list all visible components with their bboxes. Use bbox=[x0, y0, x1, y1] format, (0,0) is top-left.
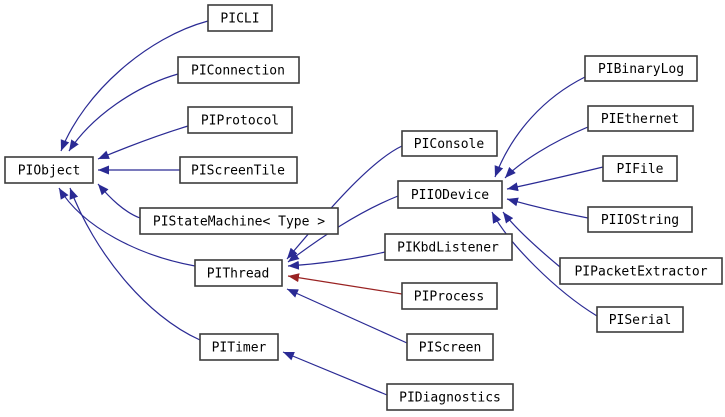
class-node-piconsole[interactable]: PIConsole bbox=[401, 130, 498, 157]
class-node-pitimer-label: PITimer bbox=[212, 341, 267, 356]
class-node-piserial[interactable]: PISerial bbox=[596, 306, 684, 333]
class-node-piethernet-box bbox=[587, 105, 694, 132]
class-node-piserial-box bbox=[596, 306, 684, 333]
edge-piconsole-to-pithread bbox=[286, 145, 403, 260]
class-node-pipacketextractor[interactable]: PIPacketExtractor bbox=[559, 257, 723, 285]
edge-pidiagnostics-to-pitimer bbox=[282, 351, 388, 396]
class-node-pibinarylog-box bbox=[584, 55, 698, 82]
class-node-piiostring-box bbox=[587, 206, 693, 233]
class-node-piconsole-box bbox=[401, 130, 498, 157]
edge-piprocess-to-pithread bbox=[287, 273, 403, 295]
class-node-piscreentile[interactable]: PIScreenTile bbox=[179, 156, 298, 184]
class-node-piobject[interactable]: PIObject bbox=[4, 156, 94, 184]
class-node-piscreen-label: PIScreen bbox=[419, 341, 482, 356]
edge-pipacketextractor-to-piiodevice bbox=[502, 211, 561, 268]
class-node-piethernet[interactable]: PIEthernet bbox=[587, 105, 694, 132]
class-node-piprocess[interactable]: PIProcess bbox=[401, 282, 498, 310]
edge-pithread-to-piobject bbox=[58, 187, 196, 267]
class-node-pifile[interactable]: PIFile bbox=[602, 155, 678, 182]
class-node-piconnection[interactable]: PIConnection bbox=[177, 56, 300, 84]
class-node-piiodevice[interactable]: PIIODevice bbox=[397, 180, 503, 209]
class-node-piiostring[interactable]: PIIOString bbox=[587, 206, 693, 233]
class-node-pikbdlistener[interactable]: PIKbdListener bbox=[384, 233, 513, 261]
class-node-pitimer-box bbox=[199, 333, 279, 361]
class-node-piprotocol-label: PIProtocol bbox=[201, 114, 279, 129]
edge-piiostring-to-piiodevice bbox=[506, 197, 589, 219]
class-node-pibinarylog[interactable]: PIBinaryLog bbox=[584, 55, 698, 82]
class-node-pibinarylog-label: PIBinaryLog bbox=[598, 62, 684, 77]
edge-pikbdlistener-to-pithread bbox=[287, 251, 386, 270]
class-node-pidiagnostics[interactable]: PIDiagnostics bbox=[386, 383, 514, 411]
class-node-pipacketextractor-label: PIPacketExtractor bbox=[574, 265, 707, 280]
class-node-piiodevice-box bbox=[397, 180, 503, 209]
class-node-pifile-box bbox=[602, 155, 678, 182]
class-node-piiostring-label: PIIOString bbox=[601, 213, 679, 228]
class-node-pitimer[interactable]: PITimer bbox=[199, 333, 279, 361]
class-node-piobject-box bbox=[4, 156, 94, 184]
class-node-piscreen[interactable]: PIScreen bbox=[406, 333, 494, 361]
class-node-piethernet-label: PIEthernet bbox=[601, 112, 679, 127]
class-node-piserial-label: PISerial bbox=[609, 313, 672, 328]
class-node-piscreentile-label: PIScreenTile bbox=[191, 164, 285, 179]
class-node-piscreentile-box bbox=[179, 156, 298, 184]
class-node-piprocess-label: PIProcess bbox=[414, 290, 484, 305]
class-node-pithread-label: PIThread bbox=[207, 267, 270, 282]
class-node-pikbdlistener-label: PIKbdListener bbox=[397, 241, 499, 256]
edge-piethernet-to-piiodevice bbox=[504, 126, 589, 179]
class-node-piscreen-box bbox=[406, 333, 494, 361]
class-node-picli-label: PICLI bbox=[220, 12, 259, 27]
class-node-piprotocol[interactable]: PIProtocol bbox=[187, 106, 293, 134]
edge-pibinarylog-to-piiodevice bbox=[494, 76, 586, 178]
class-node-piconsole-label: PIConsole bbox=[414, 137, 485, 152]
class-node-pidiagnostics-box bbox=[386, 383, 514, 411]
class-node-picli[interactable]: PICLI bbox=[207, 4, 273, 32]
class-node-piconnection-box bbox=[177, 56, 300, 84]
edge-piprotocol-to-piobject bbox=[97, 125, 189, 160]
class-node-pistatemachine-label: PIStateMachine< Type > bbox=[153, 215, 325, 230]
class-node-pistatemachine-box bbox=[139, 207, 339, 235]
class-node-picli-box bbox=[207, 4, 273, 32]
edge-pistatemachine-to-piobject bbox=[97, 183, 141, 219]
edge-pitimer-to-piobject bbox=[69, 187, 201, 341]
edge-piscreen-to-pithread bbox=[286, 288, 408, 344]
class-node-pistatemachine[interactable]: PIStateMachine< Type > bbox=[139, 207, 339, 235]
class-node-piprotocol-box bbox=[187, 106, 293, 134]
class-node-piobject-label: PIObject bbox=[18, 164, 81, 179]
class-node-pidiagnostics-label: PIDiagnostics bbox=[399, 391, 501, 406]
class-node-pipacketextractor-box bbox=[559, 257, 723, 285]
edge-piiodevice-to-pithread bbox=[287, 195, 399, 263]
class-node-pithread-box bbox=[194, 259, 283, 287]
class-node-piconnection-label: PIConnection bbox=[191, 64, 285, 79]
class-node-pithread[interactable]: PIThread bbox=[194, 259, 283, 287]
edge-pifile-to-piiodevice bbox=[506, 166, 604, 192]
class-node-pikbdlistener-box bbox=[384, 233, 513, 261]
class-node-piiodevice-label: PIIODevice bbox=[411, 188, 489, 203]
edge-picli-to-piobject bbox=[60, 20, 209, 152]
class-node-pifile-label: PIFile bbox=[617, 162, 664, 177]
class-node-piprocess-box bbox=[401, 282, 498, 310]
edge-piserial-to-piiodevice bbox=[491, 211, 598, 317]
edge-piconnection-to-piobject bbox=[68, 73, 179, 152]
